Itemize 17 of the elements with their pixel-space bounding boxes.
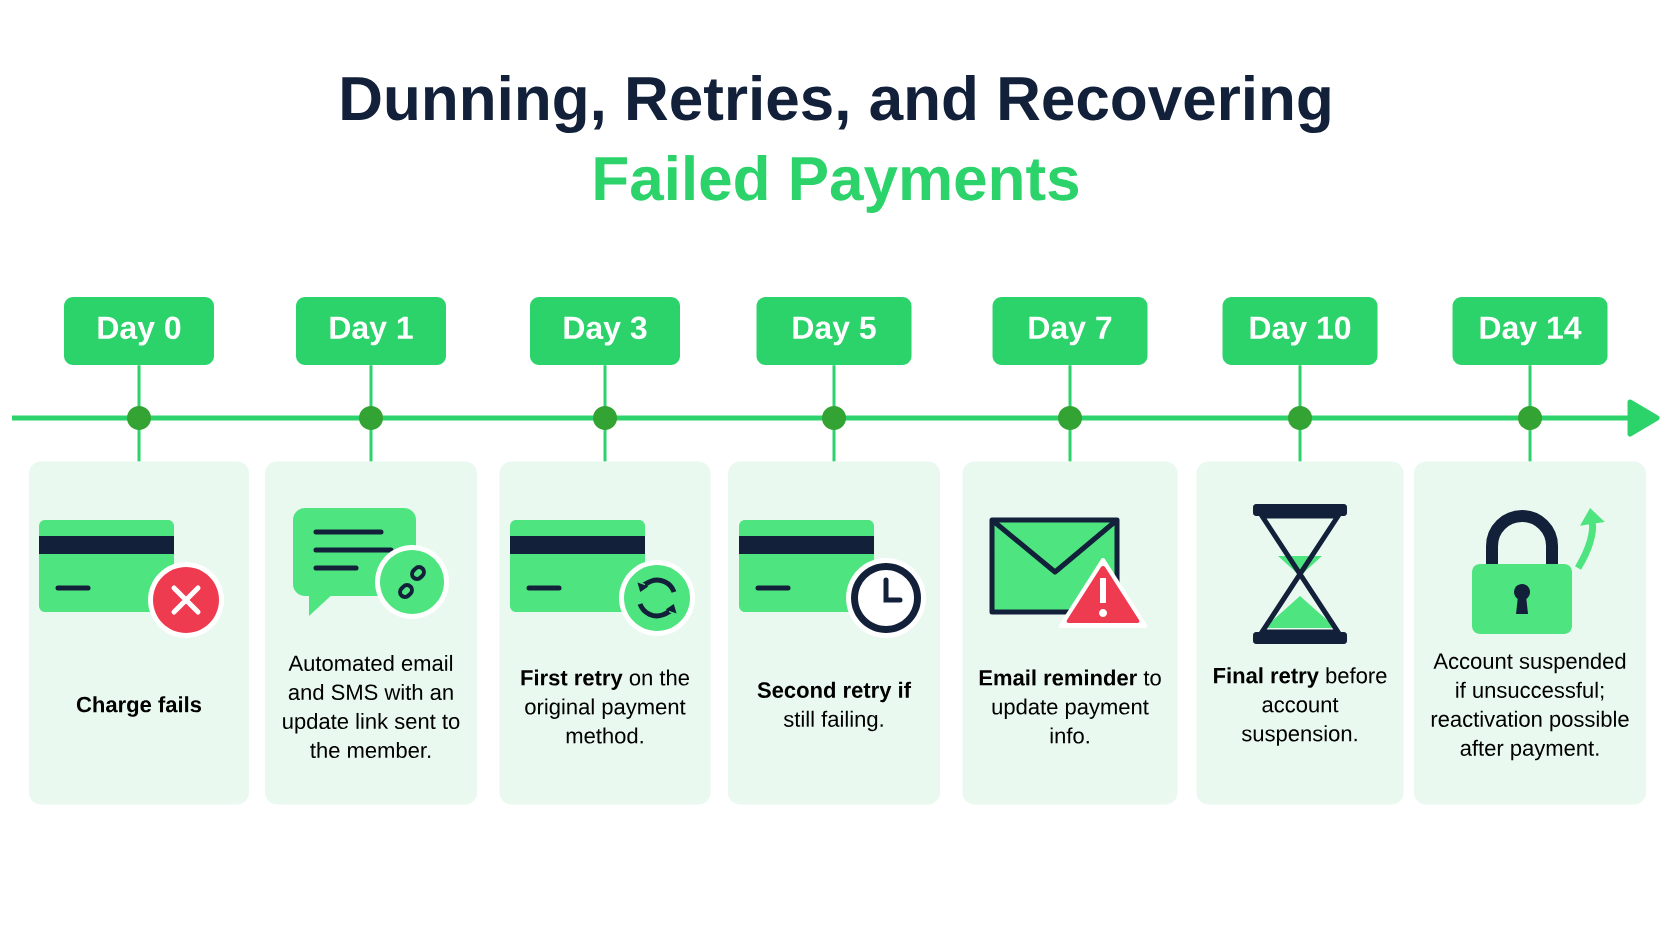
day-tag: Day 5: [756, 297, 912, 365]
connector-line: [1528, 365, 1532, 462]
day-tag: Day 3: [530, 297, 680, 365]
day-tag: Day 14: [1452, 297, 1608, 365]
title: Dunning, Retries, and Recovering: [342, 75, 1330, 134]
step-card: Final retry before account suspension.: [1196, 461, 1404, 805]
connector-line: [1068, 365, 1072, 462]
connector-line: [1298, 365, 1302, 462]
connector-line: [137, 365, 141, 462]
day-tag: Day 10: [1222, 297, 1378, 365]
day-tag: Day 7: [992, 297, 1148, 365]
day-tag: Day 1: [296, 297, 446, 365]
connector-line: [369, 365, 373, 462]
connector-line: [603, 365, 607, 462]
subtitle: Failed Payments: [595, 155, 1079, 213]
connector-line: [832, 365, 836, 462]
day-tag: Day 0: [64, 297, 214, 365]
